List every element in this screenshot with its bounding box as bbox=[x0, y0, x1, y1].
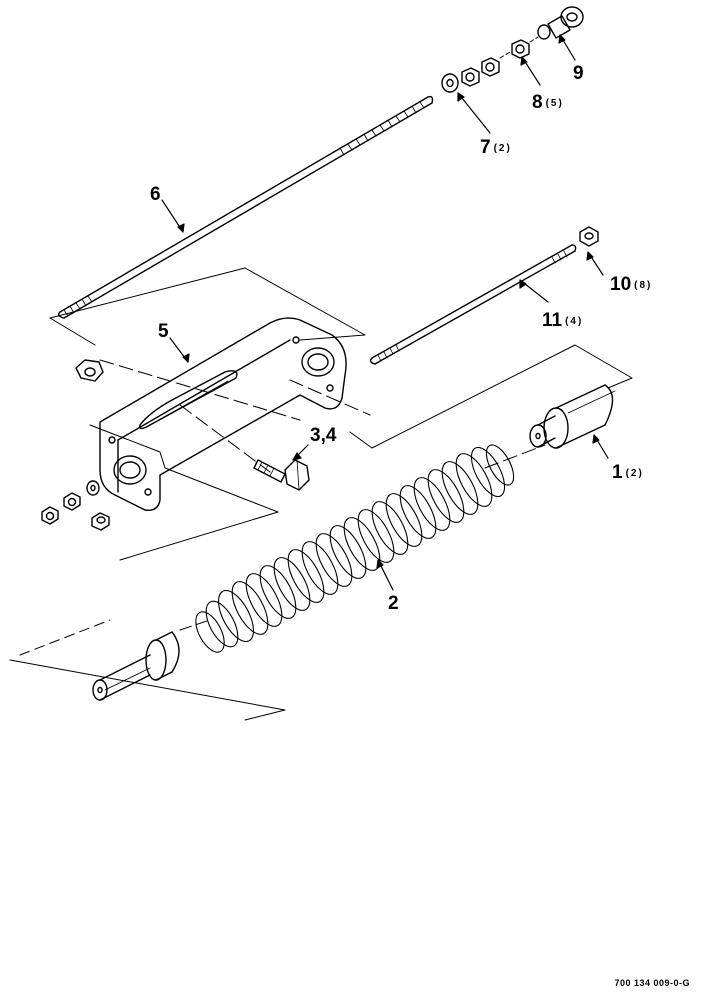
callout-3-4: 3,4 bbox=[310, 426, 339, 445]
lower-left-hardware bbox=[41, 359, 110, 531]
callout-3-4-number: 3,4 bbox=[310, 425, 337, 446]
callout-6-number: 6 bbox=[150, 184, 161, 205]
figure-id: 700 134 009-0-G bbox=[614, 978, 690, 988]
callout-1-qty: (2) bbox=[625, 468, 644, 479]
callout-7-qty: (2) bbox=[493, 143, 512, 154]
nut-upper-right bbox=[579, 226, 599, 247]
callout-7-number: 7 bbox=[480, 137, 491, 158]
upper-hardware-stack bbox=[441, 6, 584, 93]
mounting-bracket bbox=[99, 317, 347, 511]
callout-11: 11(4) bbox=[542, 311, 583, 330]
callout-7: 7(2) bbox=[480, 138, 512, 157]
callout-11-number: 11 bbox=[542, 310, 563, 331]
callout-9-number: 9 bbox=[573, 63, 584, 84]
callout-8: 8(5) bbox=[532, 93, 564, 112]
callout-9: 9 bbox=[573, 64, 587, 83]
callout-11-qty: (4) bbox=[565, 316, 584, 327]
coil-spring bbox=[195, 444, 515, 653]
callout-8-number: 8 bbox=[532, 92, 543, 113]
callout-8-qty: (5) bbox=[545, 98, 564, 109]
threaded-rod-short bbox=[369, 244, 577, 365]
callout-5-number: 5 bbox=[158, 321, 169, 342]
callout-10-number: 10 bbox=[610, 274, 632, 295]
threaded-rod-long bbox=[57, 95, 434, 319]
callout-10: 10(8) bbox=[610, 275, 652, 294]
callout-10-qty: (8) bbox=[634, 280, 653, 291]
spring-plug-left bbox=[92, 631, 180, 701]
callout-2-number: 2 bbox=[388, 593, 399, 614]
callout-1: 1(2) bbox=[612, 463, 644, 482]
callout-1-number: 1 bbox=[612, 462, 623, 483]
hex-bolt bbox=[253, 459, 310, 491]
assembly-guide-lines bbox=[9, 267, 633, 721]
callout-2: 2 bbox=[388, 594, 402, 613]
callout-5: 5 bbox=[158, 322, 172, 341]
leader-arrows bbox=[161, 34, 609, 591]
spring-plug-right bbox=[529, 384, 616, 449]
callout-6: 6 bbox=[150, 185, 164, 204]
